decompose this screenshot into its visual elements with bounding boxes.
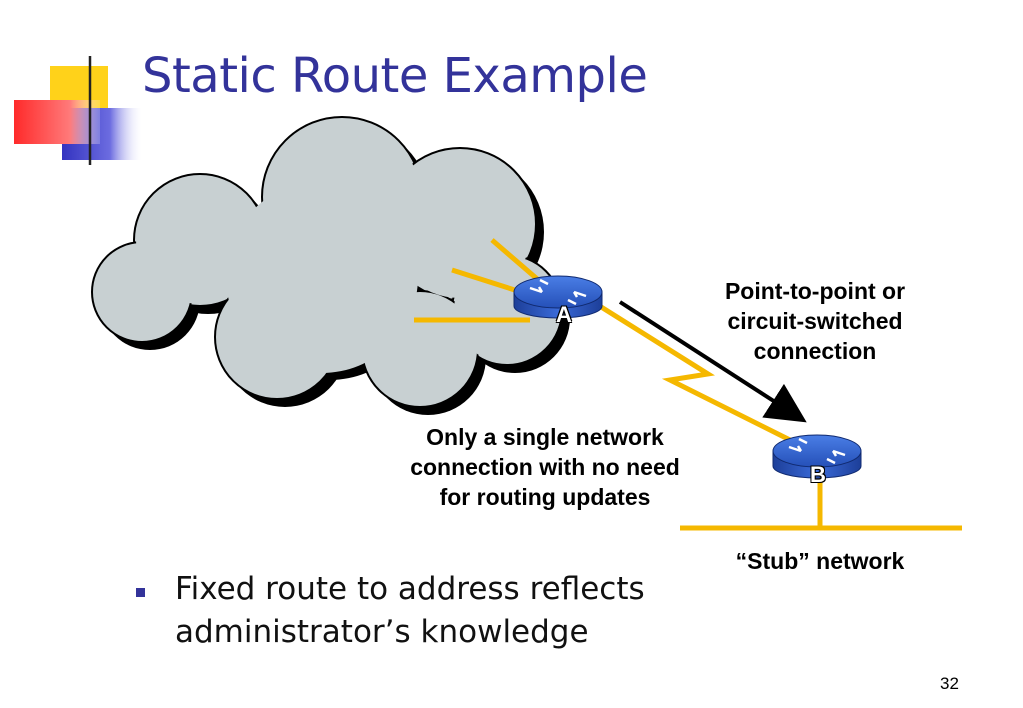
stub-network-label: “Stub” network [735,548,905,574]
slide-logo-decoration [14,56,1000,165]
router-b-label: B [810,462,826,487]
router-a-label: A [556,302,572,327]
p2p-link [596,302,792,443]
direction-arrow [618,300,807,423]
page-number: 32 [940,674,959,693]
single-connection-note: Only a single network connection with no… [410,424,680,510]
logo-red-bar [14,100,100,144]
bullet-list: Fixed route to address reflects administ… [136,568,695,654]
p2p-connection-note: Point-to-point or circuit-switched conne… [724,278,906,364]
bullet-text: Fixed route to address reflects administ… [175,571,645,650]
bullet-item: Fixed route to address reflects administ… [136,568,695,654]
slide-title: Static Route Example [142,48,648,104]
bullet-square-icon [136,588,145,597]
router-b-icon [772,434,862,479]
stub-network-line [680,470,962,531]
router-a-icon [513,275,603,319]
